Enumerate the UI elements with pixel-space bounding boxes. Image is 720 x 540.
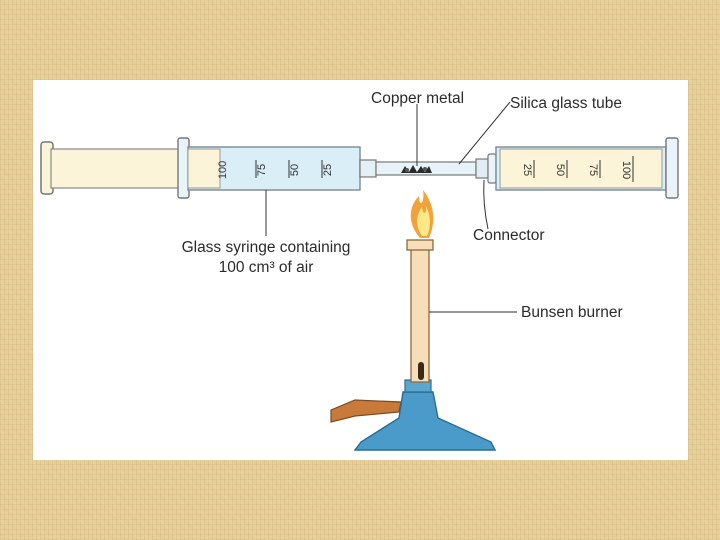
copper-metal-piece (401, 165, 432, 173)
copper-pieces (401, 165, 432, 173)
left-plunger-rod (50, 148, 180, 189)
burner-collar (404, 379, 432, 393)
right-syringe: 25 50 75 100 (495, 137, 679, 199)
connector-label-line (483, 179, 489, 230)
connector-collar (487, 153, 497, 184)
bunsen-burner (330, 239, 497, 451)
left-scale-label: 50 (289, 164, 301, 176)
right-scale-label: 50 (554, 164, 566, 176)
diagram-panel: 100 75 50 25 25 50 75 100 (33, 80, 688, 460)
burner-tube-top (406, 239, 434, 251)
right-scale-label: 75 (587, 164, 599, 176)
silica-tube-label: Silica glass tube (510, 95, 622, 112)
left-syringe: 100 75 50 25 (40, 137, 377, 199)
left-scale-label: 25 (322, 164, 334, 176)
flame-inner (417, 206, 430, 236)
copper-metal-label: Copper metal (371, 90, 464, 107)
right-plunger (499, 148, 663, 189)
flame (410, 190, 434, 238)
apparatus-diagram: 100 75 50 25 25 50 75 100 (40, 90, 679, 451)
left-scale-label: 75 (256, 164, 268, 176)
bunsen-burner-label: Bunsen burner (521, 304, 623, 321)
copper-metal-piece (405, 168, 409, 172)
burner-base (353, 391, 497, 451)
air-hole (418, 362, 424, 380)
copper-metal-piece (423, 167, 427, 171)
right-scale-label: 100 (620, 161, 632, 179)
label-lines (265, 101, 517, 313)
syringe-label-line2: 100 cm³ of air (219, 259, 314, 276)
burner-tube (410, 247, 430, 383)
connector-label: Connector (473, 227, 545, 244)
gas-hose (330, 399, 402, 423)
silica-label-line (458, 101, 511, 165)
right-scale-label: 25 (521, 164, 533, 176)
right-barrel-flange (665, 137, 679, 199)
syringe-label-line1: Glass syringe containing (182, 239, 351, 256)
connector-body (475, 158, 489, 179)
left-scale-label: 100 (217, 161, 229, 179)
left-syringe-tip (359, 159, 377, 178)
left-plunger-head (187, 148, 221, 189)
silica-tube (375, 161, 477, 176)
connector (475, 153, 497, 184)
